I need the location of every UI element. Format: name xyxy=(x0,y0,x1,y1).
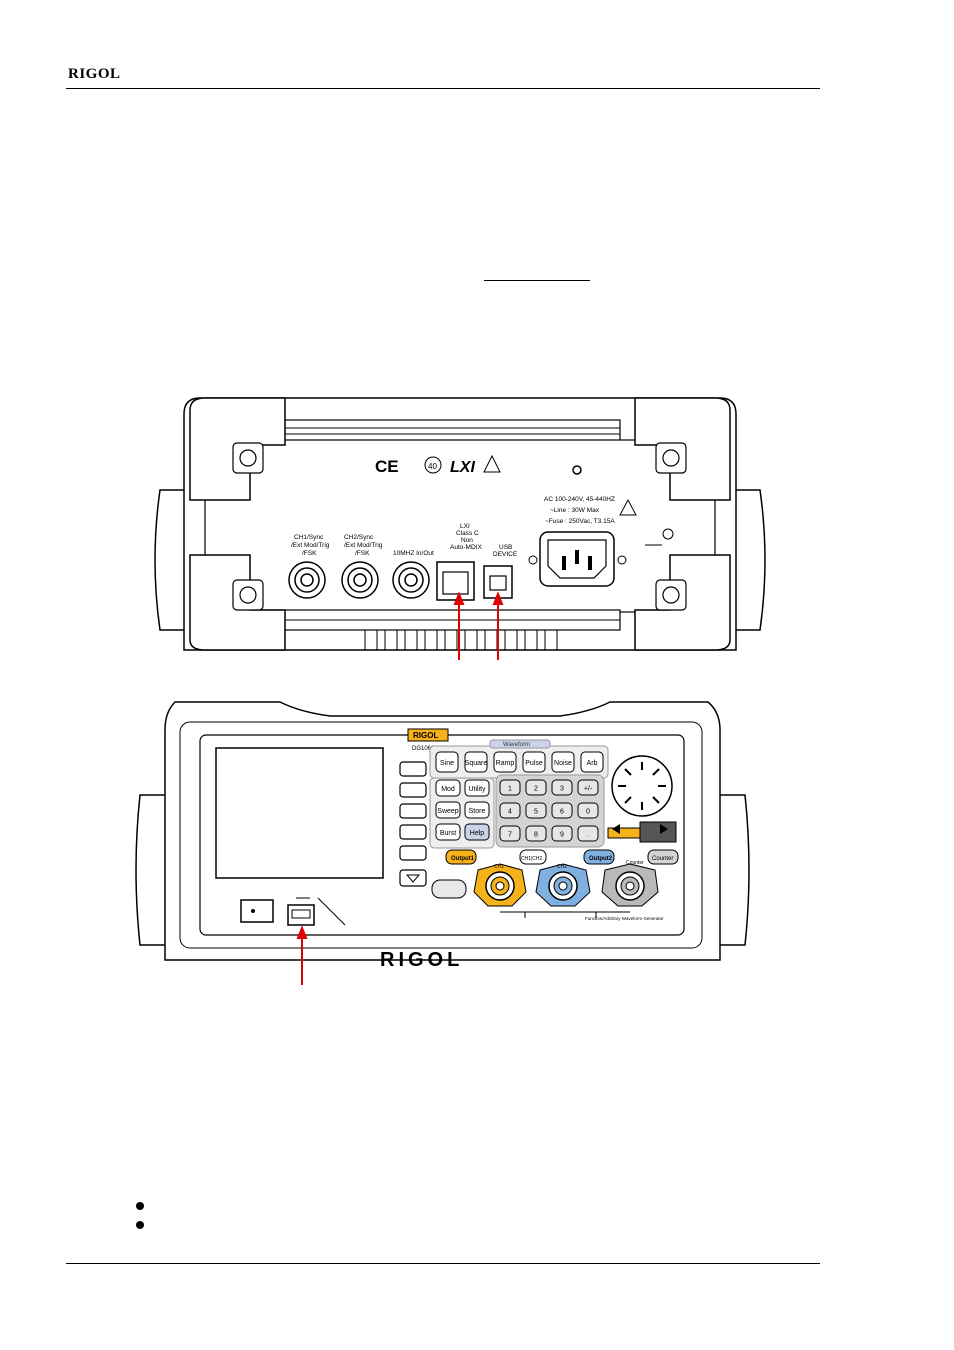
numeric-key-3-label: +/- xyxy=(584,786,593,793)
numeric-key-5[interactable] xyxy=(525,802,547,819)
function-key-burst-label: Burst xyxy=(440,830,456,837)
front-logo: RIGOL xyxy=(380,949,463,971)
footer-rule xyxy=(66,1263,820,1264)
numeric-key-9[interactable] xyxy=(525,825,547,842)
front-ch2-label: CH2 xyxy=(557,864,567,870)
numeric-key-4-label: 4 xyxy=(508,809,512,816)
channel-switch-key[interactable]: CH1|CH2 xyxy=(521,856,543,862)
waveform-key-noise-label: Noise xyxy=(554,760,572,767)
function-key-utility[interactable] xyxy=(464,779,490,797)
function-key-help-label: Help xyxy=(470,830,485,837)
numeric-key-8[interactable] xyxy=(499,825,521,842)
header-brand: RIGOL xyxy=(68,66,121,82)
rear-ch1-sub2: /FSK xyxy=(302,550,317,557)
rear-power-2: ~Line : 30W Max xyxy=(550,507,600,514)
waveform-key-pulse-label: Pulse xyxy=(525,760,543,767)
counter-key[interactable]: Counter xyxy=(652,856,673,862)
rear-ref-label: 10MHZ In/Out xyxy=(393,550,434,557)
numeric-key-7[interactable] xyxy=(577,802,599,819)
function-key-burst[interactable] xyxy=(435,823,461,841)
rear-usb-1: USB xyxy=(499,544,512,551)
waveform-title: Waveform xyxy=(503,742,530,748)
numeric-key-5-label: 5 xyxy=(534,809,538,816)
rear-ch2-sub2: /FSK xyxy=(355,550,370,557)
output2-key[interactable]: Output2 xyxy=(589,856,613,862)
underline-link-placeholder xyxy=(484,280,590,281)
function-key-help[interactable] xyxy=(464,823,490,841)
rear-usb-2: DEVICE xyxy=(493,551,518,558)
front-counter-label: Counter xyxy=(626,860,644,866)
waveform-key-ramp-label: Ramp xyxy=(496,760,515,767)
header-rule xyxy=(66,88,820,89)
waveform-key-sine[interactable] xyxy=(435,751,459,773)
rear-ch2-label: CH2/Sync xyxy=(344,534,374,541)
waveform-key-arb-label: Arb xyxy=(587,760,598,767)
numeric-key-10[interactable] xyxy=(551,825,573,842)
bullet-1 xyxy=(136,1202,144,1210)
bullet-2 xyxy=(136,1221,144,1229)
waveform-key-arb[interactable] xyxy=(580,751,604,773)
numeric-key-8-label: 7 xyxy=(508,832,512,839)
numeric-key-0[interactable] xyxy=(499,779,521,796)
function-key-sweep-label: Sweep xyxy=(437,808,459,815)
function-key-sweep[interactable] xyxy=(435,801,461,819)
rear-power-3: ~Fuse : 250Vac, T3.15A xyxy=(545,518,615,525)
rear-ch1-sub1: /Ext Mod/Trig xyxy=(291,542,330,549)
numeric-key-1-label: 2 xyxy=(534,786,538,793)
waveform-key-sine-label: Sine xyxy=(440,760,454,767)
rating-mark: 40 xyxy=(428,462,437,471)
output1-key[interactable]: Output1 xyxy=(451,856,475,862)
numeric-key-9-label: 8 xyxy=(534,832,538,839)
numeric-key-6[interactable] xyxy=(551,802,573,819)
numeric-key-1[interactable] xyxy=(525,779,547,796)
rear-lxi-2: Class C xyxy=(456,530,479,537)
cert-marks: CE xyxy=(375,457,399,476)
function-key-mod-label: Mod xyxy=(441,786,455,793)
front-model: DG1062 xyxy=(412,746,435,752)
function-key-utility-label: Utility xyxy=(468,786,486,793)
numeric-key-0-label: 1 xyxy=(508,786,512,793)
numeric-key-7-label: 0 xyxy=(586,809,590,816)
rear-ch2-sub1: /Ext Mod/Trig xyxy=(344,542,383,549)
rear-lxi-1: LXI xyxy=(460,523,470,530)
waveform-key-ramp[interactable] xyxy=(493,751,517,773)
rear-ch1-label: CH1/Sync xyxy=(294,534,324,541)
front-footer-label: Function/Arbitrary Waveform Generator xyxy=(585,916,664,921)
numeric-key-4[interactable] xyxy=(499,802,521,819)
numeric-key-2-label: 3 xyxy=(560,786,564,793)
numeric-key-11-label: . xyxy=(587,832,589,839)
rear-lxi-3: Non xyxy=(461,537,473,544)
waveform-key-square-label: Square xyxy=(465,760,488,767)
numeric-key-2[interactable] xyxy=(551,779,573,796)
numeric-key-11[interactable] xyxy=(577,825,599,842)
waveform-key-pulse[interactable] xyxy=(522,751,546,773)
function-key-store[interactable] xyxy=(464,801,490,819)
front-brand-badge: RIGOL xyxy=(413,731,438,740)
front-ch1-label: CH1 xyxy=(494,864,504,870)
function-key-store-label: Store xyxy=(469,808,486,815)
numeric-key-3[interactable] xyxy=(577,779,599,796)
numeric-key-6-label: 6 xyxy=(560,809,564,816)
rear-power-1: AC 100-240V, 45-440HZ xyxy=(544,496,615,503)
lxi-logo: LXI xyxy=(450,459,475,476)
rear-lxi-4: Auto-MDIX xyxy=(450,544,482,551)
numeric-key-10-label: 9 xyxy=(560,832,564,839)
waveform-key-square[interactable] xyxy=(464,751,488,773)
waveform-key-noise[interactable] xyxy=(551,751,575,773)
function-key-mod[interactable] xyxy=(435,779,461,797)
